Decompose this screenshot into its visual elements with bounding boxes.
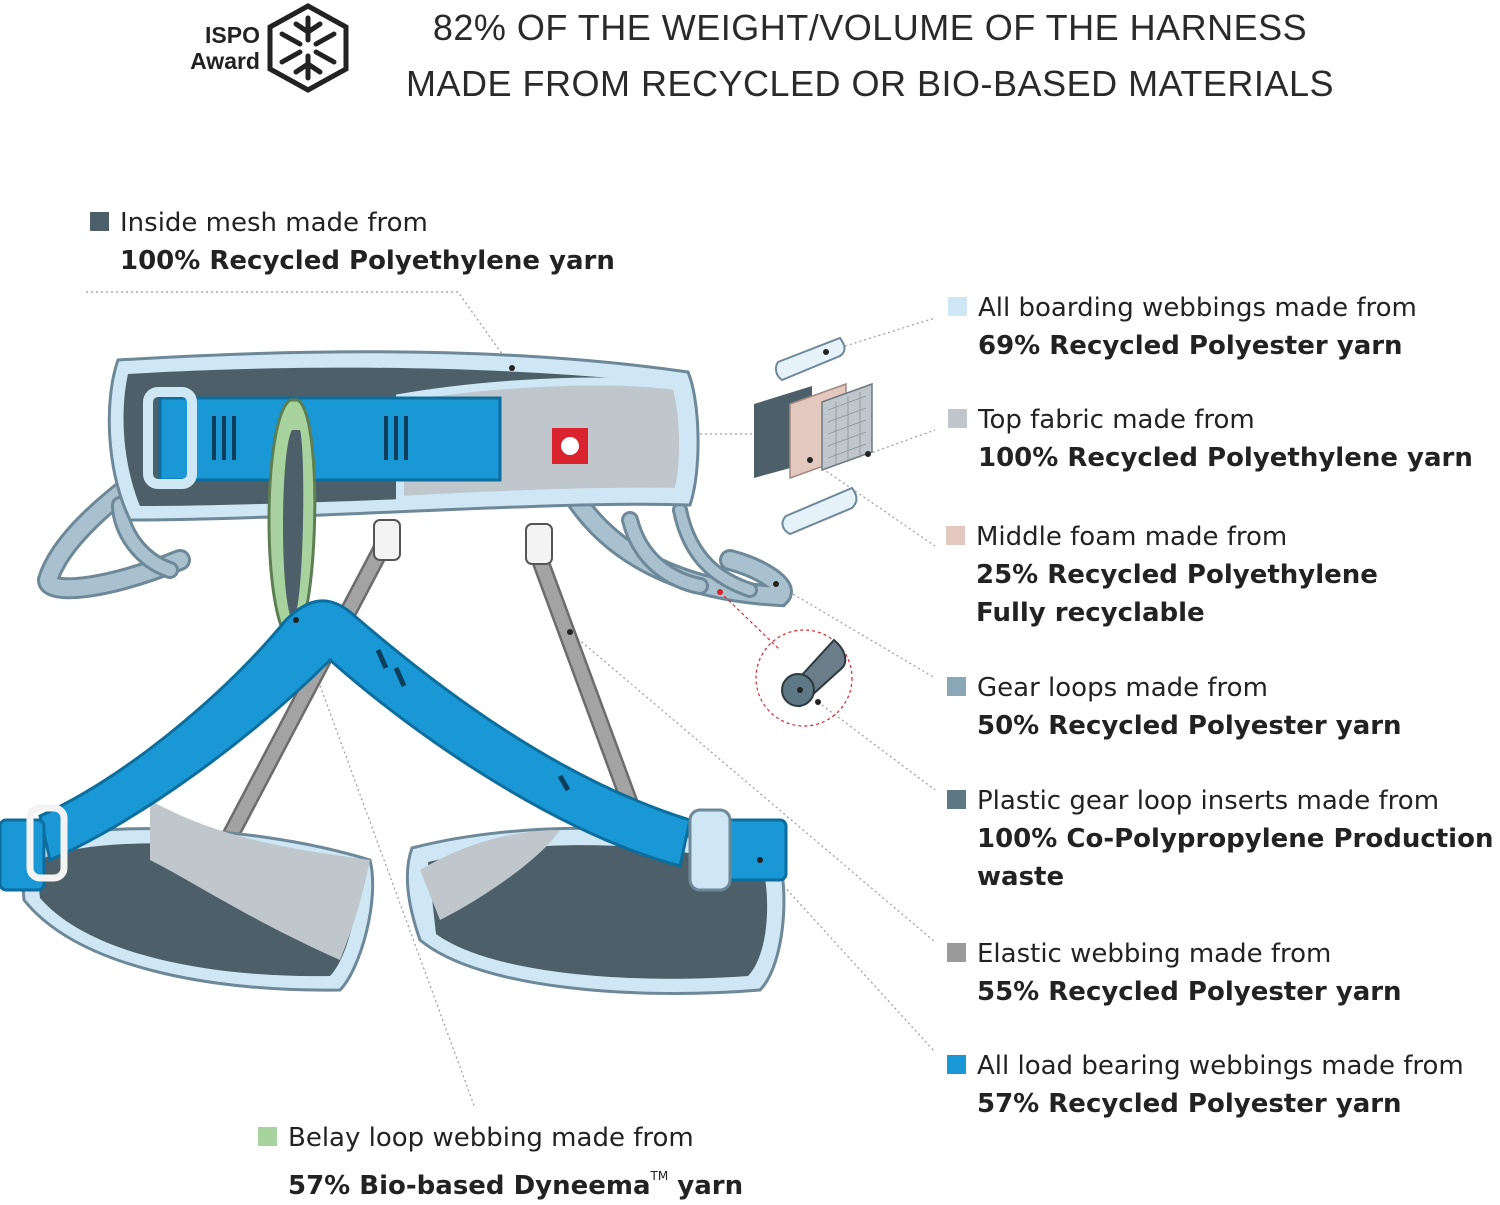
middle-foam-swatch <box>946 526 965 545</box>
gear-loops-swatch <box>947 677 966 696</box>
legend-middle-foam: Middle foam made from 25% Recycled Polye… <box>946 518 1378 632</box>
legend-elastic-webbing: Elastic webbing made from 55% Recycled P… <box>947 935 1402 1011</box>
layer-detail <box>754 336 873 536</box>
elastic-webbing-swatch <box>947 943 966 962</box>
belay-loop-swatch <box>258 1127 277 1146</box>
legend-label: Gear loops made from <box>977 673 1268 703</box>
legend-boarding-webbings: All boarding webbings made from 69% Recy… <box>948 289 1417 365</box>
waistbelt <box>107 350 700 522</box>
legend-detail: 25% Recycled Polyethylene <box>976 560 1378 590</box>
ispo-award-icon <box>267 3 349 93</box>
legend-inside-mesh: Inside mesh made from 100% Recycled Poly… <box>90 204 615 280</box>
legend-detail: 55% Recycled Polyester yarn <box>977 977 1402 1007</box>
inside-mesh-swatch <box>90 212 109 231</box>
award-line-1: ISPO <box>205 22 260 48</box>
trademark-mark: TM <box>650 1169 669 1183</box>
legend-detail-text: 57% Bio-based Dyneema <box>288 1171 651 1201</box>
legend-detail-2: waste <box>977 862 1065 892</box>
legend-detail-suffix: yarn <box>668 1171 744 1201</box>
legend-detail: 100% Recycled Polyethylene yarn <box>120 246 615 276</box>
legend-label: Top fabric made from <box>978 405 1255 435</box>
leader-lines <box>86 291 936 1109</box>
legend-detail: 57% Recycled Polyester yarn <box>977 1089 1402 1119</box>
legend-label: Plastic gear loop inserts made from <box>977 786 1440 816</box>
ispo-award-label: ISPO Award <box>176 22 260 74</box>
gear-loop-insert-detail <box>719 591 853 727</box>
gear-loops <box>36 459 793 608</box>
headline-line-2: MADE FROM RECYCLED OR BIO-BASED MATERIAL… <box>406 63 1334 104</box>
legend-label: Middle foam made from <box>976 522 1288 552</box>
legend-detail: 50% Recycled Polyester yarn <box>977 711 1402 741</box>
gear-loop-inserts-swatch <box>947 790 966 809</box>
load-bearing-leg-webbing <box>0 599 788 892</box>
legend-label: All load bearing webbings made from <box>977 1051 1464 1081</box>
legend-gear-loop-inserts: Plastic gear loop inserts made from 100%… <box>947 782 1493 896</box>
legend-top-fabric: Top fabric made from 100% Recycled Polye… <box>948 401 1473 477</box>
legend-detail: 69% Recycled Polyester yarn <box>978 331 1403 361</box>
headline: 82% OF THE WEIGHT/VOLUME OF THE HARNESS … <box>380 0 1360 112</box>
legend-detail: 100% Co-Polypropylene Production <box>977 824 1494 854</box>
legend-detail: 57% Bio-based DyneemaTM yarn <box>258 1157 743 1205</box>
legend-label: All boarding webbings made from <box>978 293 1417 323</box>
leg-loop-left <box>18 800 375 992</box>
elastic-webbing <box>219 519 645 849</box>
legend-label: Belay loop webbing made from <box>288 1123 694 1153</box>
award-line-2: Award <box>190 48 260 74</box>
headline-line-1: 82% OF THE WEIGHT/VOLUME OF THE HARNESS <box>432 7 1308 48</box>
load-bearing-webbings-swatch <box>947 1055 966 1074</box>
legend-label: Inside mesh made from <box>120 208 428 238</box>
boarding-webbings-swatch <box>948 297 967 316</box>
legend-detail-2: Fully recyclable <box>976 598 1205 628</box>
top-fabric-swatch <box>948 409 967 428</box>
legend-label: Elastic webbing made from <box>977 939 1332 969</box>
legend-load-bearing-webbings: All load bearing webbings made from 57% … <box>947 1047 1464 1123</box>
marker-dots <box>293 349 871 863</box>
legend-belay-loop: Belay loop webbing made from 57% Bio-bas… <box>258 1119 743 1205</box>
legend-gear-loops: Gear loops made from 50% Recycled Polyes… <box>947 669 1402 745</box>
legend-detail: 100% Recycled Polyethylene yarn <box>978 443 1473 473</box>
